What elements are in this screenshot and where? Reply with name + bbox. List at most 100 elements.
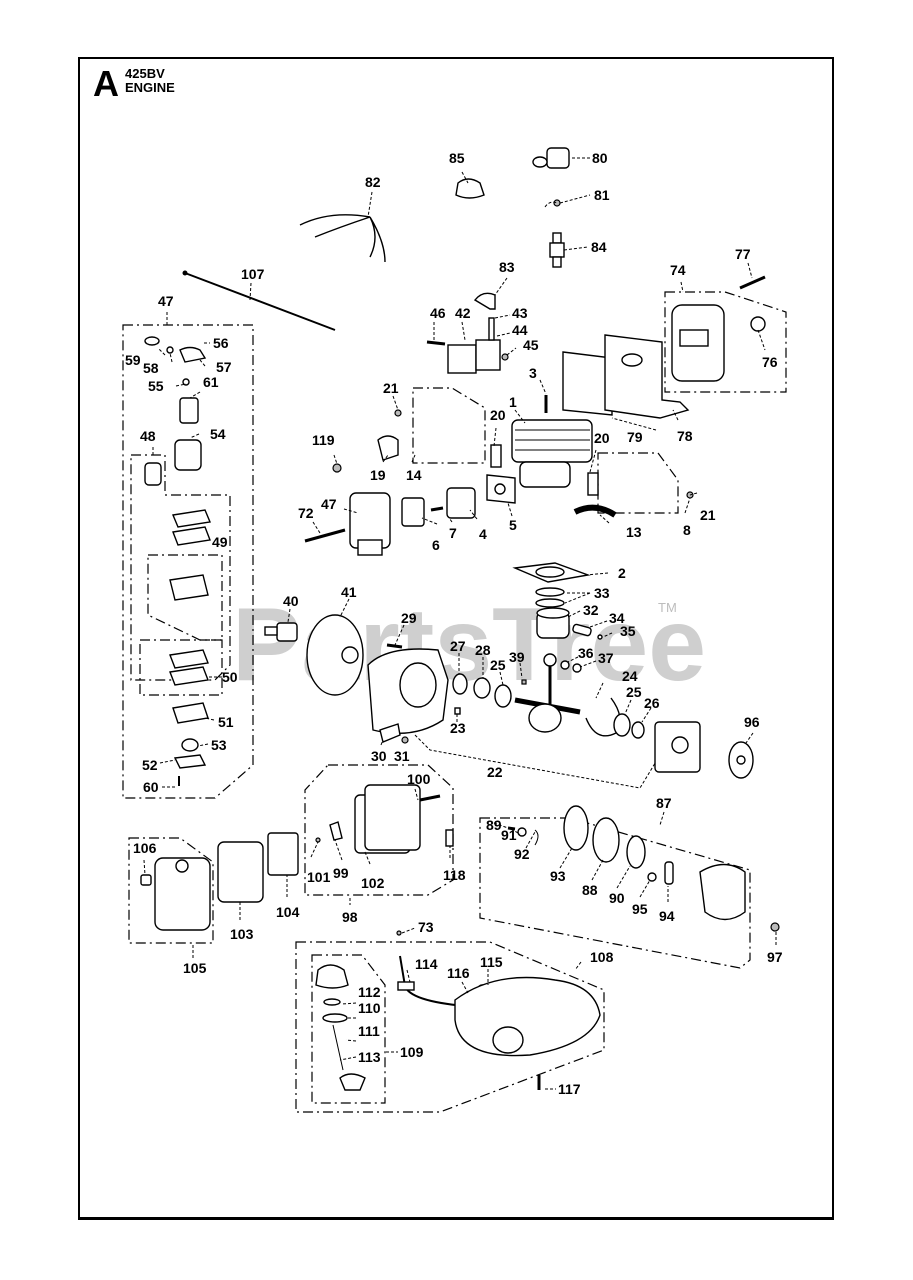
part-label[interactable]: 91 [501,827,517,843]
part-label[interactable]: 85 [449,150,465,166]
part-label[interactable]: 54 [210,426,226,442]
part-label[interactable]: 92 [514,846,530,862]
part-label[interactable]: 34 [609,610,625,626]
part-label[interactable]: 47 [158,293,174,309]
part-label[interactable]: 37 [598,650,614,666]
part-label[interactable]: 56 [213,335,229,351]
part-label[interactable]: 113 [358,1049,381,1065]
part-label[interactable]: 26 [644,695,660,711]
part-label[interactable]: 20 [490,407,506,423]
part-label[interactable]: 107 [241,266,265,282]
part-label[interactable]: 98 [342,909,358,925]
part-label[interactable]: 48 [140,428,156,444]
part-label[interactable]: 29 [401,610,417,626]
part-label[interactable]: 45 [523,337,539,353]
part-label[interactable]: 101 [307,869,331,885]
part-label[interactable]: 43 [512,305,528,321]
part-label[interactable]: 57 [216,359,232,375]
part-label[interactable]: 22 [487,764,503,780]
part-label[interactable]: 83 [499,259,515,275]
part-label[interactable]: 40 [283,593,299,609]
part-label[interactable]: 1 [509,394,517,410]
part-label[interactable]: 2 [618,565,626,581]
part-label[interactable]: 81 [594,187,610,203]
part-label[interactable]: 117 [558,1081,581,1097]
part-label[interactable]: 95 [632,901,648,917]
part-label[interactable]: 94 [659,908,675,924]
part-label[interactable]: 3 [529,365,537,381]
part-label[interactable]: 33 [594,585,610,601]
part-label[interactable]: 89 [486,817,502,833]
part-label[interactable]: 102 [361,875,385,891]
part-label[interactable]: 79 [627,429,643,445]
part-label[interactable]: 118 [443,867,466,883]
part-label[interactable]: 58 [143,360,159,376]
part-label[interactable]: 19 [370,467,386,483]
part-label[interactable]: 97 [767,949,783,965]
part-label[interactable]: 52 [142,757,158,773]
part-label[interactable]: 21 [383,380,399,396]
part-label[interactable]: 82 [365,174,381,190]
part-label[interactable]: 88 [582,882,598,898]
part-label[interactable]: 25 [626,684,642,700]
part-label[interactable]: 104 [276,904,300,920]
part-label[interactable]: 110 [358,1000,381,1016]
part-label[interactable]: 5 [509,517,517,533]
part-label[interactable]: 6 [432,537,440,553]
part-label[interactable]: 21 [700,507,716,523]
part-label[interactable]: 13 [626,524,642,540]
part-label[interactable]: 44 [512,322,528,338]
part-label[interactable]: 27 [450,638,466,654]
part-label[interactable]: 74 [670,262,686,278]
part-label[interactable]: 60 [143,779,159,795]
part-label[interactable]: 111 [358,1023,380,1039]
part-label[interactable]: 99 [333,865,349,881]
part-label[interactable]: 8 [683,522,691,538]
part-label[interactable]: 47 [321,496,337,512]
part-label[interactable]: 114 [415,956,438,972]
part-label[interactable]: 76 [762,354,778,370]
part-label[interactable]: 119 [312,432,335,448]
part-label[interactable]: 87 [656,795,672,811]
part-label[interactable]: 77 [735,246,751,262]
part-label[interactable]: 24 [622,668,638,684]
part-label[interactable]: 51 [218,714,234,730]
part-label[interactable]: 32 [583,602,599,618]
part-label[interactable]: 96 [744,714,760,730]
part-label[interactable]: 31 [394,748,410,764]
part-label[interactable]: 23 [450,720,466,736]
part-label[interactable]: 84 [591,239,607,255]
part-label[interactable]: 46 [430,305,446,321]
part-label[interactable]: 42 [455,305,471,321]
part-label[interactable]: 25 [490,657,506,673]
part-label[interactable]: 109 [400,1044,424,1060]
part-label[interactable]: 36 [578,645,594,661]
part-label[interactable]: 14 [406,467,422,483]
part-label[interactable]: 105 [183,960,207,976]
part-label[interactable]: 39 [509,649,525,665]
part-label[interactable]: 115 [480,954,503,970]
part-label[interactable]: 61 [203,374,219,390]
part-label[interactable]: 72 [298,505,314,521]
part-label[interactable]: 28 [475,642,491,658]
part-label[interactable]: 53 [211,737,227,753]
part-label[interactable]: 90 [609,890,625,906]
part-label[interactable]: 116 [447,965,470,981]
part-label[interactable]: 106 [133,840,157,856]
part-label[interactable]: 93 [550,868,566,884]
part-label[interactable]: 100 [407,771,431,787]
part-label[interactable]: 4 [479,526,487,542]
part-label[interactable]: 55 [148,378,164,394]
part-label[interactable]: 59 [125,352,141,368]
part-label[interactable]: 30 [371,748,387,764]
part-label[interactable]: 78 [677,428,693,444]
part-label[interactable]: 73 [418,919,434,935]
part-label[interactable]: 7 [449,525,457,541]
part-label[interactable]: 112 [358,984,381,1000]
part-label[interactable]: 108 [590,949,614,965]
part-label[interactable]: 35 [620,623,636,639]
part-label[interactable]: 103 [230,926,254,942]
part-label[interactable]: 80 [592,150,608,166]
part-label[interactable]: 49 [212,534,228,550]
part-label[interactable]: 20 [594,430,610,446]
